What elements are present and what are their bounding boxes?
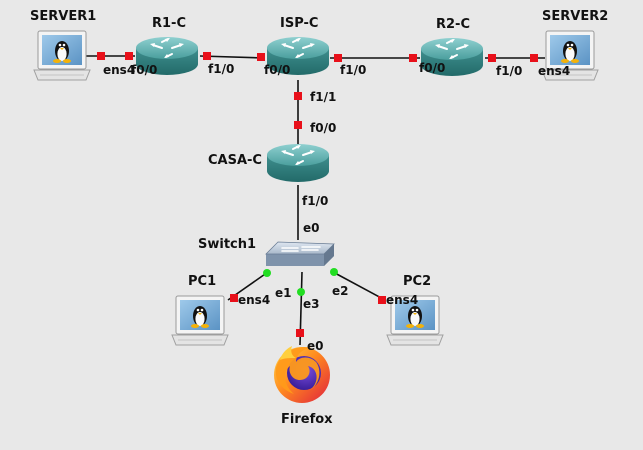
port-label: f1/0 — [496, 64, 522, 78]
port-up-marker — [297, 288, 305, 296]
device-server1[interactable]: SERVER1 — [30, 9, 96, 81]
device-casa[interactable]: CASA-C — [208, 143, 330, 183]
linux-host-icon[interactable] — [171, 295, 229, 346]
device-firefox[interactable]: Firefox — [274, 346, 333, 427]
port-label: e0 — [303, 221, 320, 235]
firefox-icon[interactable] — [274, 346, 330, 403]
router-icon[interactable] — [266, 143, 330, 183]
port-down-marker — [409, 54, 417, 62]
device-label: ISP-C — [280, 16, 318, 31]
device-r1[interactable]: R1-C — [135, 16, 199, 76]
port-down-marker — [203, 52, 211, 60]
linux-host-icon[interactable] — [33, 30, 91, 81]
device-pc2[interactable]: PC2 — [386, 274, 444, 346]
device-r2[interactable]: R2-C — [420, 17, 484, 77]
device-label: PC2 — [403, 274, 431, 289]
port-markers — [97, 52, 538, 337]
device-label: Firefox — [281, 412, 333, 427]
port-down-marker — [294, 92, 302, 100]
port-down-marker — [530, 54, 538, 62]
port-label: f0/0 — [310, 121, 336, 135]
switch-icon[interactable] — [265, 241, 335, 267]
port-down-marker — [296, 329, 304, 337]
port-labels: ens4 f0/0 f1/0 f0/0 f1/0 f1/1 f0/0 f1/0 … — [103, 61, 570, 353]
port-up-marker — [330, 268, 338, 276]
device-pc1[interactable]: PC1 — [171, 274, 229, 346]
port-label: e3 — [303, 297, 320, 311]
device-isp[interactable]: ISP-C — [266, 16, 330, 76]
device-label: SERVER2 — [542, 9, 608, 24]
link-switch-pc2 — [332, 271, 386, 301]
device-label: R1-C — [152, 16, 186, 31]
device-label: SERVER1 — [30, 9, 96, 24]
port-label: f0/0 — [419, 61, 445, 75]
port-down-marker — [488, 54, 496, 62]
port-label: f1/1 — [310, 90, 336, 104]
device-server2[interactable]: SERVER2 — [541, 9, 608, 81]
port-down-marker — [125, 52, 133, 60]
port-down-marker — [378, 296, 386, 304]
port-down-marker — [257, 53, 265, 61]
port-label: f0/0 — [131, 63, 157, 77]
port-down-marker — [97, 52, 105, 60]
port-down-marker — [294, 121, 302, 129]
port-label: ens4 — [538, 64, 570, 78]
port-label: e2 — [332, 284, 349, 298]
port-down-marker — [230, 294, 238, 302]
port-label: f1/0 — [340, 63, 366, 77]
device-label: CASA-C — [208, 153, 262, 168]
port-label: e1 — [275, 286, 292, 300]
port-down-marker — [334, 54, 342, 62]
device-switch1[interactable]: Switch1 — [198, 237, 335, 267]
port-label: f1/0 — [302, 194, 328, 208]
port-label: e0 — [307, 339, 324, 353]
port-label: ens4 — [386, 293, 418, 307]
port-label: ens4 — [103, 63, 135, 77]
port-label: ens4 — [238, 293, 270, 307]
port-label: f0/0 — [264, 63, 290, 77]
port-up-marker — [263, 269, 271, 277]
port-label: f1/0 — [208, 62, 234, 76]
device-label: Switch1 — [198, 237, 256, 252]
device-label: PC1 — [188, 274, 216, 289]
device-label: R2-C — [436, 17, 470, 32]
